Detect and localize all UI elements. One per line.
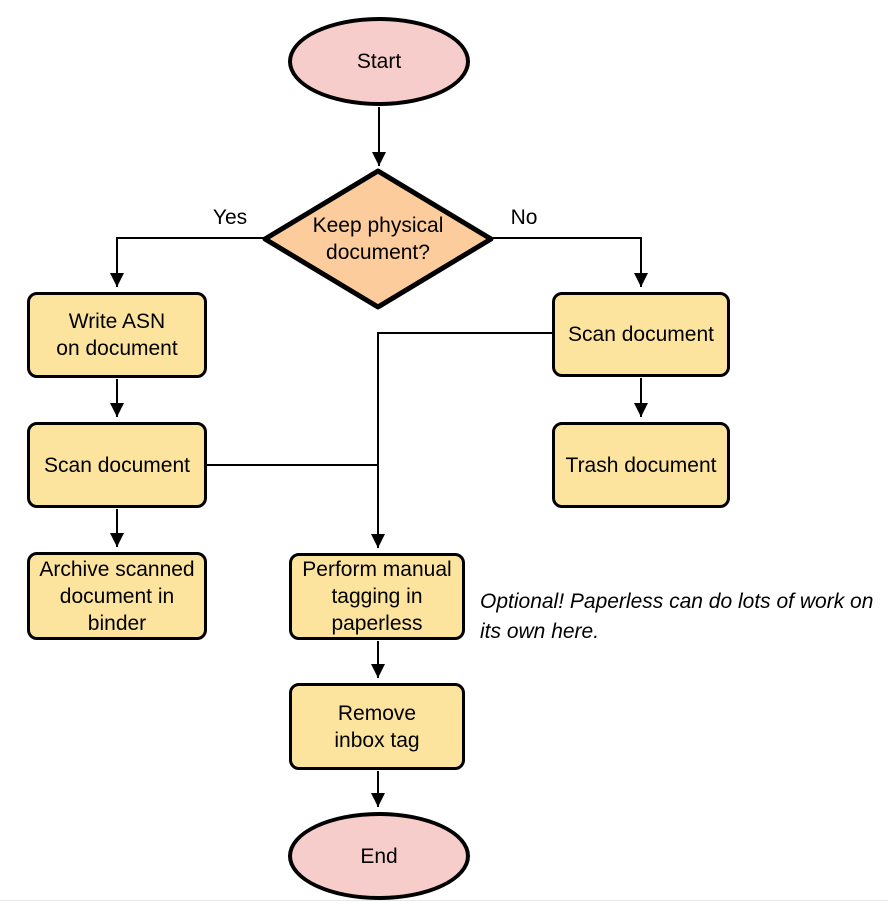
- start-label: Start: [356, 50, 402, 73]
- box-scan-document-right-label: Scan document: [568, 323, 714, 346]
- edge-label-no: No: [510, 206, 538, 229]
- box-write-asn: Write ASN on document: [27, 292, 207, 378]
- edge-decision-yes-to-write-asn: [110, 237, 264, 287]
- box-remove-inbox-tag-label: Remove inbox tag: [334, 701, 420, 752]
- edge-decision-no-to-scan-right: [492, 237, 648, 287]
- end-node: End: [288, 812, 470, 900]
- decision-diamond-shape: [262, 168, 494, 310]
- box-manual-tagging-label: Perform manual tagging in paperless: [302, 558, 452, 635]
- start-node: Start: [288, 17, 470, 106]
- bottom-divider-line: [0, 900, 888, 901]
- optional-note: Optional! Paperless can do lots of work …: [480, 590, 874, 643]
- box-scan-document-left-label: Scan document: [44, 453, 190, 477]
- box-trash-document: Trash document: [552, 422, 730, 508]
- edge-scan-right-to-tagging: [371, 332, 552, 548]
- box-remove-inbox-tag: Remove inbox tag: [289, 683, 465, 770]
- box-scan-document-left: Scan document: [27, 422, 207, 508]
- end-label: End: [360, 844, 398, 868]
- box-trash-document-label: Trash document: [565, 453, 717, 477]
- decision-keep-physical-label: Keep physical document?: [312, 214, 444, 264]
- box-archive-binder: Archive scanned document in binder: [27, 552, 207, 640]
- box-archive-binder-label: Archive scanned document in binder: [39, 557, 195, 635]
- box-manual-tagging: Perform manual tagging in paperless: [289, 553, 465, 640]
- box-write-asn-label: Write ASN on document: [56, 310, 178, 360]
- box-scan-document-right: Scan document: [552, 292, 730, 377]
- edge-label-yes: Yes: [212, 206, 248, 229]
